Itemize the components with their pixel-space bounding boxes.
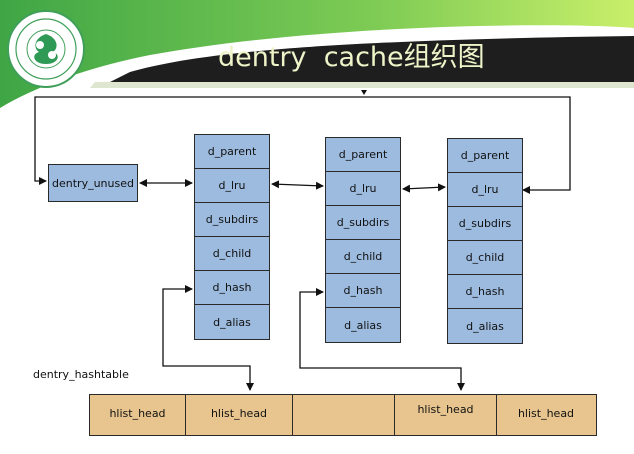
hash-chain-2 <box>299 288 465 391</box>
school-emblem-icon <box>15 18 77 80</box>
field-d-child: d_child <box>326 240 400 274</box>
slot-label: hlist_head <box>210 407 268 420</box>
dentry-unused-box: dentry_unused <box>48 164 138 202</box>
field-d-child: d_child <box>195 237 269 271</box>
slide-title: dentry cache组织图 <box>218 42 485 73</box>
field-d-alias: d_alias <box>213 315 251 329</box>
dentry-struct-3: d_parent d_lru d_subdirs d_child d_hash … <box>447 138 523 344</box>
hashtable-slot-5: hlist_head <box>497 395 595 435</box>
small-arrow-mark <box>361 90 367 95</box>
lru-link-2 <box>271 180 324 190</box>
field-d-lru: d_lru <box>326 172 400 206</box>
header-banner <box>0 0 634 110</box>
hashtable-slot-1: hlist_head <box>90 395 186 435</box>
loop-connector <box>34 96 571 194</box>
hashtable-slot-2: hlist_head <box>186 395 293 435</box>
lru-link-3 <box>402 183 446 193</box>
dentry-struct-1: d_parent d_lru d_subdirs d_child d_hash … <box>194 134 270 340</box>
field-d-lru: d_lru <box>195 169 269 203</box>
school-logo <box>7 10 85 88</box>
field-d-hash: d_hash <box>326 274 400 308</box>
field-d-child: d_child <box>448 241 522 275</box>
field-d-subdirs: d_subdirs <box>195 203 269 237</box>
field-d-parent: d_parent <box>326 138 400 172</box>
field-d-parent: d_parent <box>195 135 269 169</box>
field-d-subdirs: d_subdirs <box>448 207 522 241</box>
hashtable-label: dentry_hashtable <box>33 368 129 381</box>
field-d-alias: d_alias <box>466 319 504 333</box>
dentry-hashtable: hlist_head hlist_head hlist_head hlist_h… <box>89 394 597 436</box>
slot-label: hlist_head <box>109 407 166 420</box>
field-d-parent: d_parent <box>448 139 522 173</box>
field-d-hash: d_hash <box>448 275 522 309</box>
slot-label: hlist_head <box>417 403 474 416</box>
field-d-subdirs: d_subdirs <box>326 206 400 240</box>
hash-chain-1 <box>162 285 254 391</box>
hashtable-slot-3 <box>293 395 395 435</box>
field-d-alias: d_alias <box>344 318 382 332</box>
dentry-struct-2: d_parent d_lru d_subdirs d_child d_hash … <box>325 137 401 343</box>
field-d-hash: d_hash <box>195 271 269 305</box>
field-d-lru: d_lru <box>448 173 522 207</box>
slot-label: hlist_head <box>517 407 575 420</box>
hashtable-slot-4: hlist_head <box>395 395 497 435</box>
dentry-unused-label: dentry_unused <box>52 176 134 190</box>
